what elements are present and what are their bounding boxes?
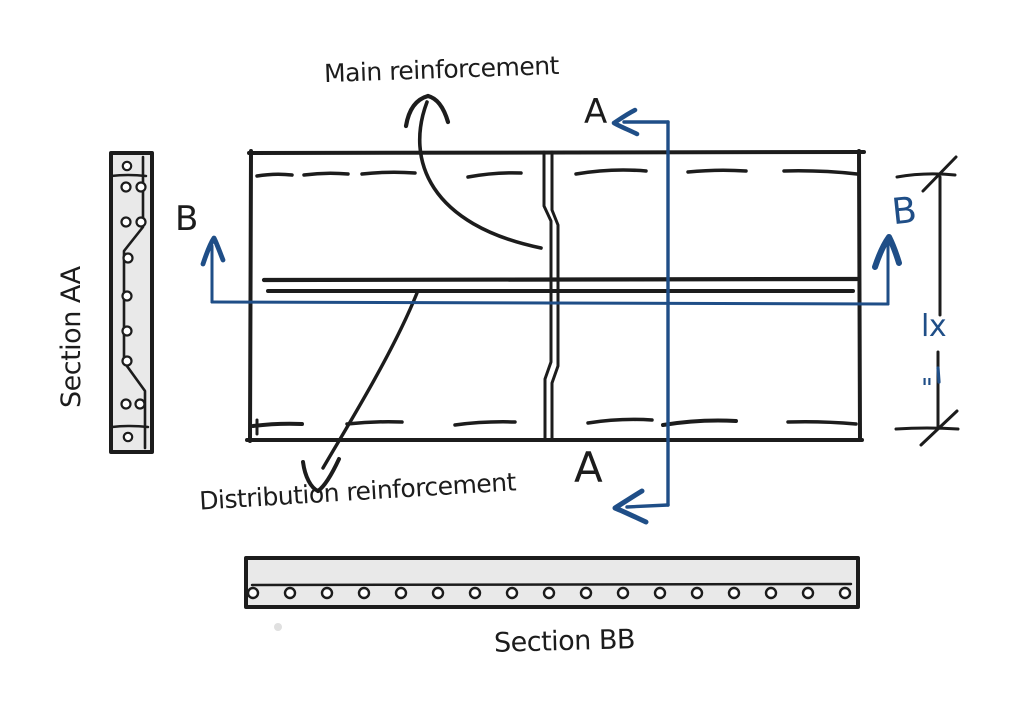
- rebar-dot: [616, 586, 630, 600]
- section-aa-outline: [109, 151, 154, 454]
- dash: [574, 168, 648, 176]
- bottom-dashed-line: [251, 417, 858, 436]
- section-bb-bar-line: [250, 582, 853, 587]
- dimension-tick: [919, 409, 959, 447]
- rebar-dot: [283, 586, 297, 600]
- section-cut-bb: [200, 234, 902, 306]
- rebar-dot: [134, 398, 146, 410]
- dimension-end-bar: [894, 426, 960, 431]
- smudge-dot: [274, 623, 282, 631]
- section-bb-view: [244, 556, 860, 609]
- distribution-reinforcement-leader: [301, 291, 419, 493]
- dash: [255, 172, 294, 178]
- distribution-bar-line: [550, 150, 560, 442]
- section-bb-label: Section BB: [493, 624, 636, 659]
- plan-right-edge: [857, 149, 862, 442]
- rebar-dot: [121, 160, 133, 172]
- dash: [466, 171, 523, 179]
- rebar-dot: [468, 586, 482, 600]
- rebar-dot: [121, 325, 133, 337]
- rebar-dot: [135, 181, 147, 193]
- dimension-lx-label: lx: [921, 309, 947, 344]
- main-bar-line: [261, 276, 860, 283]
- main-reinforcement-leader: [403, 93, 543, 250]
- main-bar-plan: [261, 276, 860, 293]
- dash: [302, 171, 350, 177]
- section-bb-outline: [244, 556, 860, 609]
- plan-left-edge: [248, 149, 253, 443]
- arrow-left-icon: [612, 488, 649, 525]
- rebar-dot: [121, 355, 133, 367]
- distribution-bar-plan: [542, 150, 560, 442]
- arrow-down-icon: [316, 457, 341, 493]
- dimension-end-bar: [895, 172, 957, 179]
- leader-curve: [321, 291, 419, 470]
- arrow-up-icon: [200, 235, 226, 267]
- dimension-ditto-mark: ": [921, 374, 933, 404]
- cut-line-bb: [210, 300, 890, 306]
- dash: [782, 169, 859, 176]
- rebar-dot: [122, 252, 134, 264]
- rebar-dot: [320, 586, 334, 600]
- section-bb-bar-dots: [246, 586, 852, 600]
- rebar-dot: [357, 586, 371, 600]
- main-reinforcement-label: Main reinforcement: [323, 50, 560, 89]
- rebar-dot: [764, 586, 778, 600]
- section-aa-top-support-line: [109, 173, 148, 178]
- arrow-left-icon: [611, 107, 640, 137]
- top-dashed-line: [255, 168, 859, 179]
- dash: [360, 170, 417, 176]
- rebar-dot: [690, 586, 704, 600]
- dimension-lx: [894, 155, 960, 447]
- rebar-dot: [121, 290, 133, 302]
- section-cut-layer: [200, 107, 941, 525]
- ink-layer: [109, 93, 960, 631]
- rebar-dot: [122, 431, 134, 443]
- rebar-dot: [801, 586, 815, 600]
- dimension-tick: [921, 155, 958, 193]
- arrow-up-icon: [872, 234, 902, 270]
- dash: [686, 168, 748, 174]
- distribution-bar-line: [542, 150, 553, 442]
- section-aa-bottom-support-line: [110, 424, 150, 429]
- section-aa-bar-dots: [120, 160, 147, 443]
- plan-top-edge: [247, 150, 866, 155]
- section-mark-a-bottom: A: [574, 443, 603, 492]
- rebar-dot: [246, 586, 260, 600]
- section-mark-a-top: A: [584, 92, 607, 132]
- rebar-dot: [727, 586, 741, 600]
- dash: [786, 420, 858, 426]
- dash: [251, 421, 304, 428]
- dash: [345, 420, 404, 426]
- section-aa-cranked-bar: [122, 155, 147, 450]
- slab-plan-outline: [245, 149, 866, 443]
- section-mark-b-left: B: [175, 199, 198, 239]
- rebar-dot: [120, 181, 132, 193]
- cut-line-aa-bottom-arm: [625, 503, 670, 509]
- dash: [453, 420, 517, 427]
- dimension-blue-dash: [936, 366, 941, 384]
- arrow-up-icon: [425, 93, 451, 125]
- section-cut-aa: [611, 107, 670, 525]
- rebar-dot: [653, 586, 667, 600]
- section-mark-b-right: B: [889, 189, 919, 234]
- arrow-up-icon: [403, 93, 431, 129]
- rebar-dot: [542, 586, 556, 600]
- rebar-dot: [120, 398, 132, 410]
- section-aa-view: [109, 151, 154, 454]
- rebar-dot: [394, 586, 408, 600]
- rebar-dot: [579, 586, 593, 600]
- rebar-dot: [838, 586, 852, 600]
- leader-curve: [418, 100, 543, 250]
- rebar-dot: [431, 586, 445, 600]
- rebar-dot: [135, 216, 147, 228]
- rebar-dot: [120, 216, 132, 228]
- dash: [586, 417, 654, 425]
- section-aa-label: Section AA: [56, 266, 87, 408]
- rebar-dot: [505, 586, 519, 600]
- dash: [661, 418, 738, 427]
